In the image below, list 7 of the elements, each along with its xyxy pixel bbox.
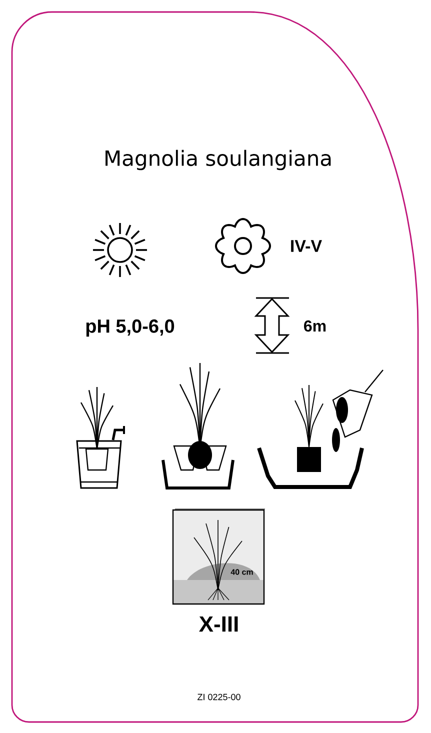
- label-text: IV-V: [291, 240, 322, 252]
- label-text: X-III: [199, 616, 238, 632]
- label-text: pH 5,0-6,0: [86, 319, 174, 337]
- label-text: ZI 0225-00: [198, 694, 240, 700]
- plant-name: Magnolia soulangiana: [106, 150, 331, 170]
- label-text: 6m: [304, 320, 326, 332]
- label-text: 40 cm: [230, 569, 253, 575]
